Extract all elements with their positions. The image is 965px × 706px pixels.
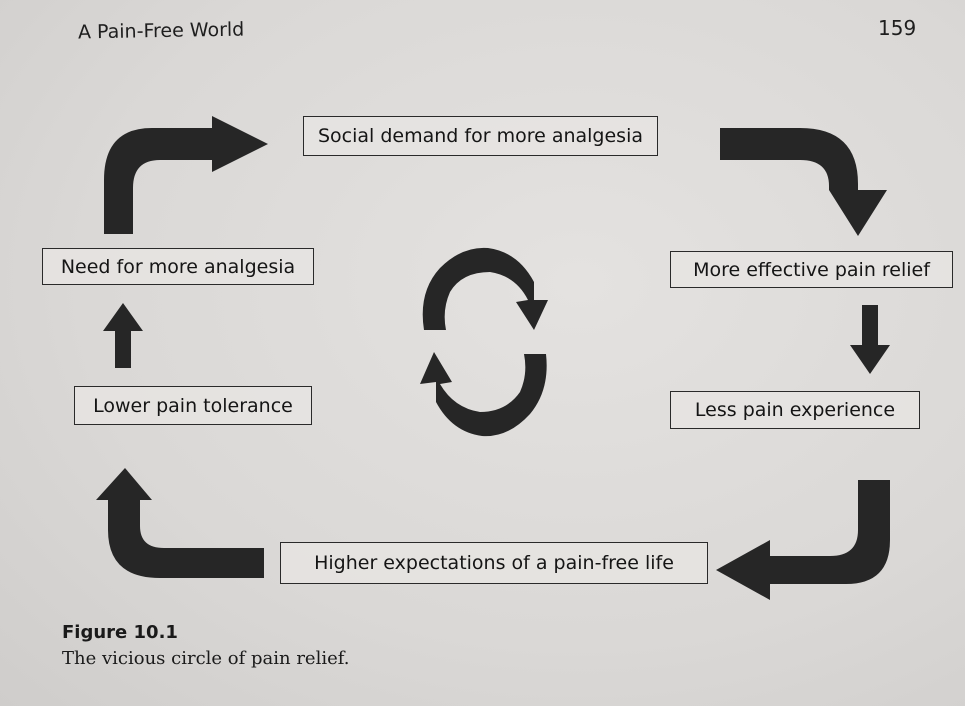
center-cycle-arrow-bottom [420,352,547,437]
page-number: 159 [878,16,917,40]
figure-caption: The vicious circle of pain relief. [62,648,350,669]
node-less-pain-experience: Less pain experience [670,391,920,429]
node-more-effective-relief: More effective pain relief [670,251,953,288]
arrow-social-to-effective [720,128,887,236]
center-cycle-arrow-top [422,247,548,330]
arrow-higher-to-lower [96,468,264,578]
arrow-need-to-social [104,116,268,234]
figure-label: Figure 10.1 [62,622,178,643]
arrow-effective-to-less [850,305,890,374]
arrow-lower-to-need [103,303,143,368]
node-need-more-analgesia: Need for more analgesia [42,248,314,285]
node-lower-pain-tolerance: Lower pain tolerance [74,386,312,425]
node-social-demand: Social demand for more analgesia [303,116,658,156]
arrow-less-to-higher [716,480,890,600]
node-higher-expectations: Higher expectations of a pain-free life [280,542,708,584]
